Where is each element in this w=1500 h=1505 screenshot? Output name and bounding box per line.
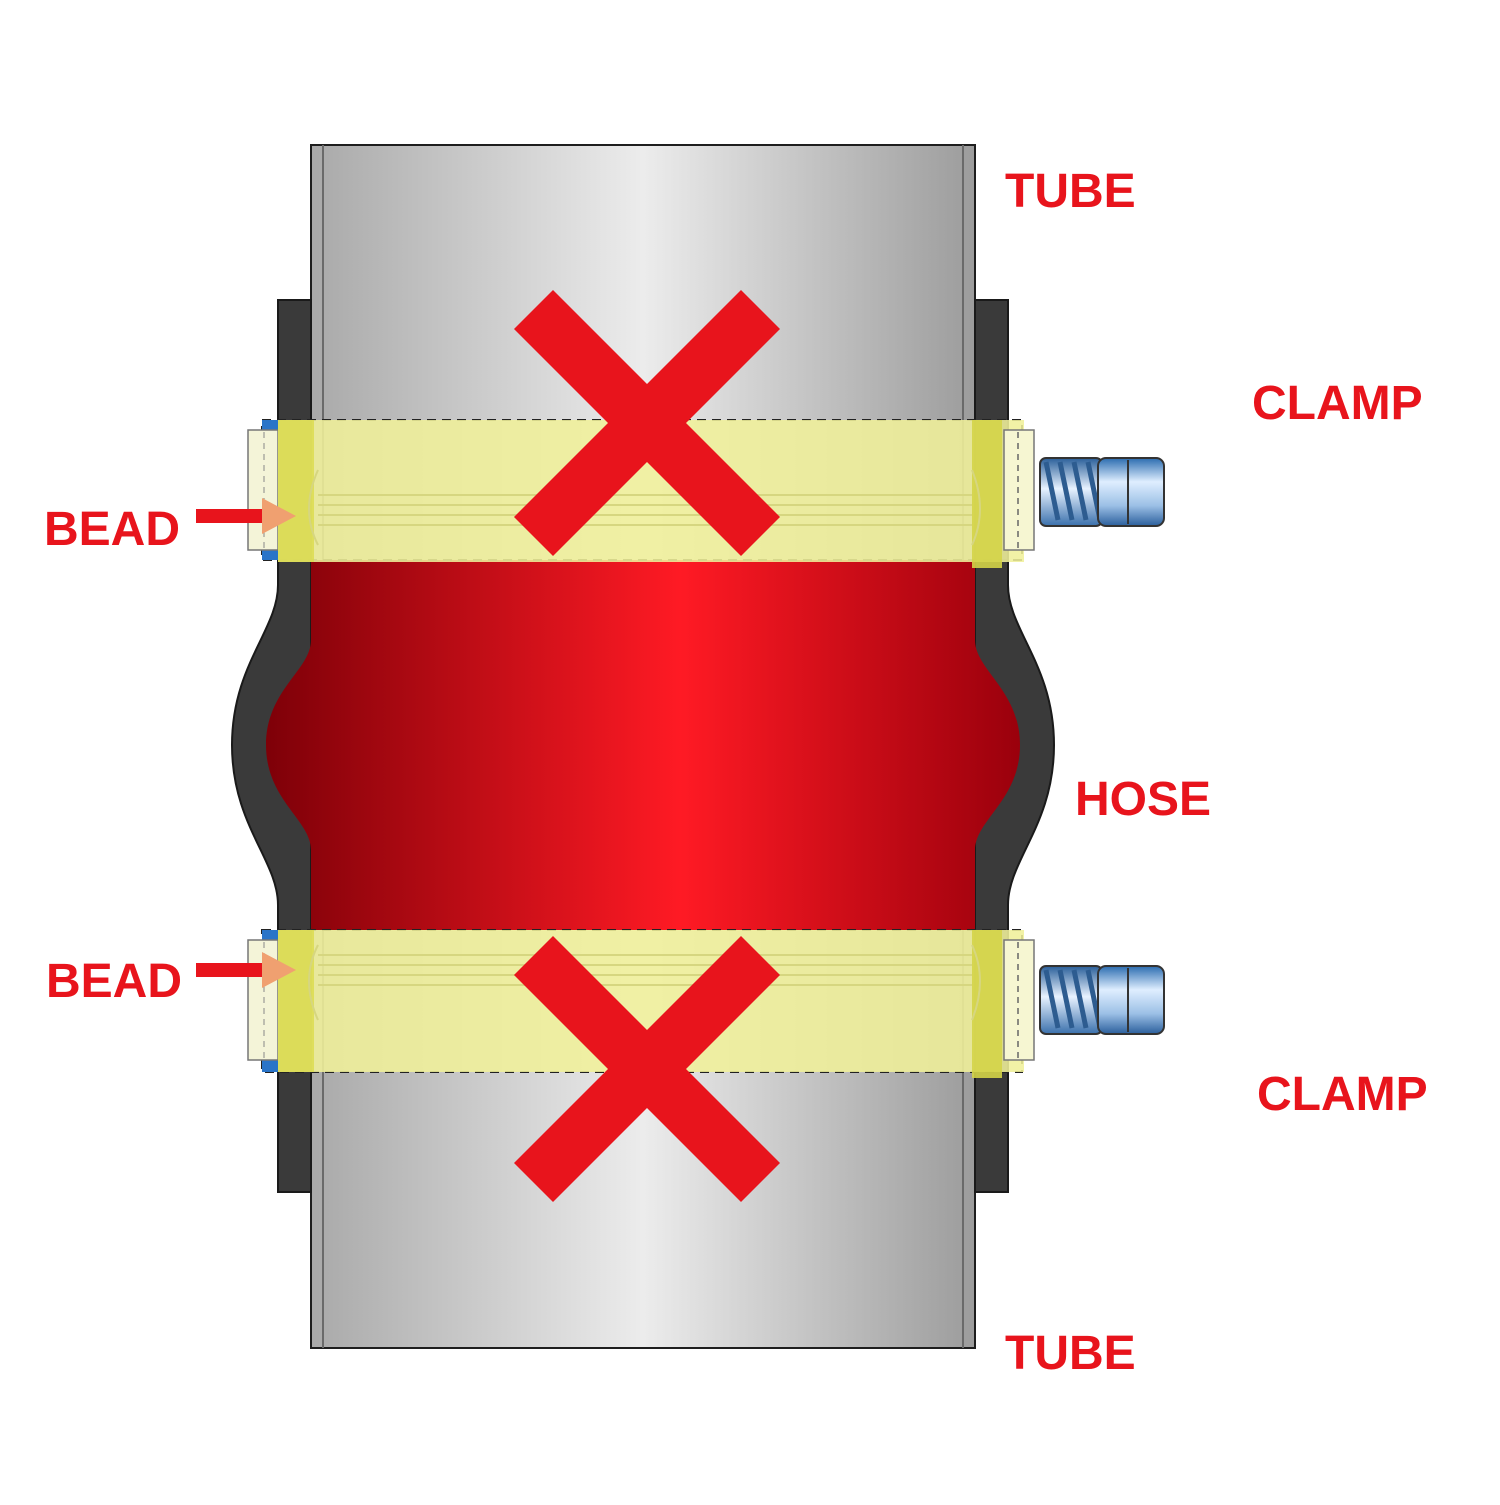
clamp-screw-top [1039, 457, 1165, 527]
clamp-bottom [247, 929, 1165, 1078]
label-tube-top: TUBE [1005, 165, 1136, 218]
hose-body [266, 560, 1020, 930]
label-bead-bottom: BEAD [46, 955, 183, 1008]
label-clamp-top: CLAMP [1252, 377, 1423, 430]
label-tube-bottom: TUBE [1005, 1327, 1136, 1380]
clamp-screw-bottom [1039, 965, 1165, 1035]
arrow-icon-bead-bottom [196, 952, 296, 988]
cross-mark-icon-bottom [514, 936, 780, 1202]
label-clamp-bottom: CLAMP [1257, 1068, 1428, 1121]
arrow-icon-bead-top [196, 498, 296, 534]
label-bead-top: BEAD [44, 503, 181, 556]
cross-mark-icon-top [514, 290, 780, 556]
label-hose: HOSE [1075, 773, 1212, 826]
